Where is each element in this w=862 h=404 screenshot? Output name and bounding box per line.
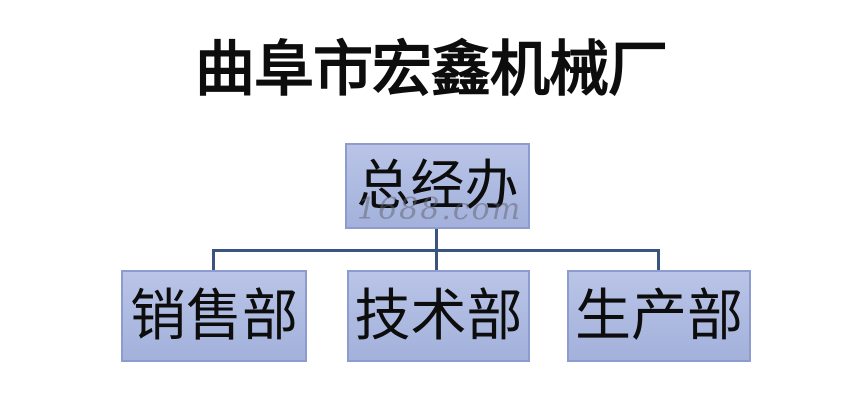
org-node-label: 技术部 [354, 284, 523, 347]
org-node-label: 生产部 [575, 284, 743, 347]
org-node-label: 销售部 [130, 284, 298, 347]
org-node-general-manager-office: 总经办 [345, 143, 530, 229]
org-node-technology-dept: 技术部 [347, 270, 530, 362]
page-title: 曲阜市宏鑫机械厂 [195, 36, 668, 103]
connector-stem [435, 228, 438, 252]
org-node-production-dept: 生产部 [567, 270, 751, 362]
org-node-label: 总经办 [356, 156, 519, 216]
connector-drop-center [435, 249, 438, 271]
connector-drop-right [657, 249, 660, 271]
connector-drop-left [212, 249, 215, 271]
org-node-sales-dept: 销售部 [121, 270, 307, 362]
